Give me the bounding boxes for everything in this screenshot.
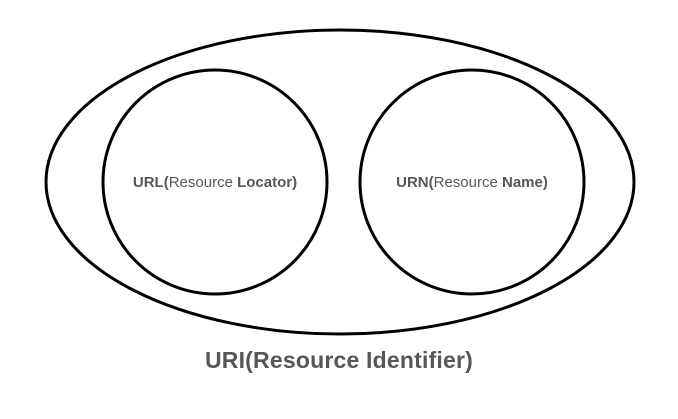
uri-ellipse	[44, 28, 636, 336]
urn-circle	[358, 68, 586, 296]
uri-caption: URI(Resource Identifier)	[204, 347, 474, 373]
urn-word-resource: Resource	[434, 174, 502, 191]
urn-abbr: URN(	[396, 174, 434, 191]
url-label: URL(Resource Locator)	[133, 174, 297, 191]
url-word-resource: Resource	[169, 174, 237, 191]
urn-label: URN(Resource Name)	[396, 174, 548, 191]
url-circle	[101, 68, 329, 296]
url-word-locator: Locator)	[237, 174, 297, 191]
url-abbr: URL(	[133, 174, 169, 191]
urn-word-name: Name)	[502, 174, 548, 191]
